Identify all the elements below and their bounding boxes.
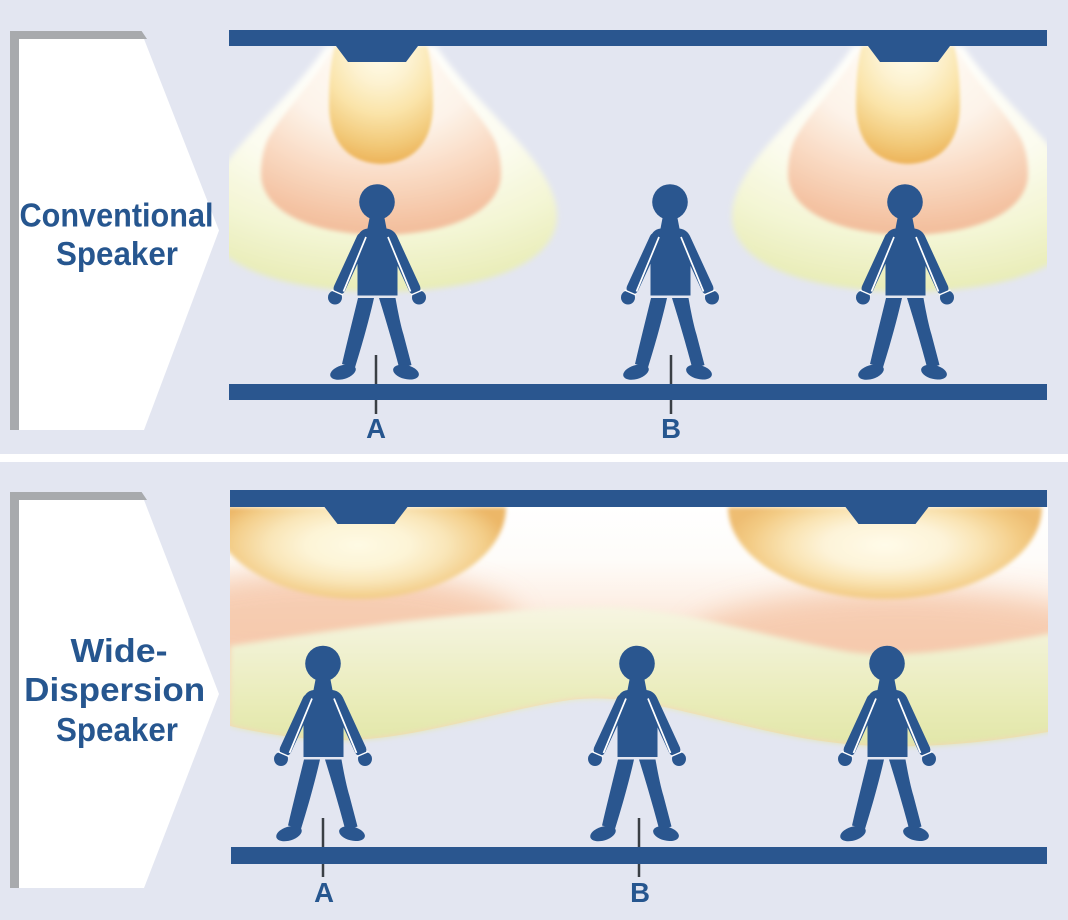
svg-text:Speaker: Speaker — [56, 236, 178, 273]
svg-text:B: B — [630, 877, 650, 908]
svg-text:Wide-: Wide- — [71, 633, 168, 670]
svg-text:Conventional: Conventional — [20, 198, 214, 235]
svg-text:A: A — [314, 877, 334, 908]
svg-text:Speaker: Speaker — [56, 712, 178, 749]
svg-text:B: B — [661, 413, 681, 444]
svg-text:A: A — [366, 413, 386, 444]
svg-text:Dispersion: Dispersion — [24, 672, 205, 709]
